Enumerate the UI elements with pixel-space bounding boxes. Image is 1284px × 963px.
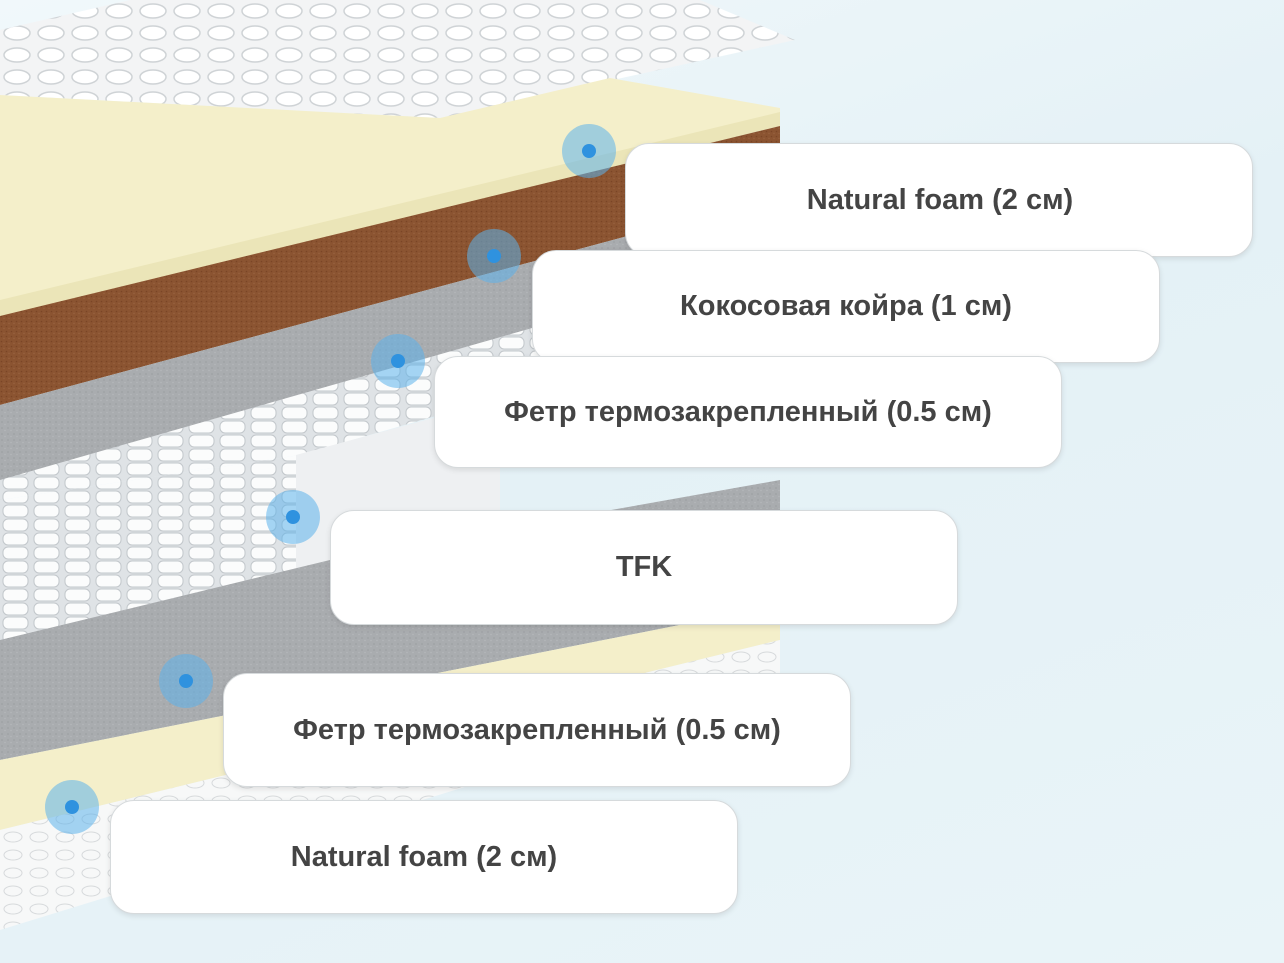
marker-natural-foam-bottom[interactable]: [45, 780, 99, 834]
marker-dot: [582, 144, 596, 158]
label-natural-foam-bottom: Natural foam (2 см): [110, 800, 738, 914]
label-natural-foam-top: Natural foam (2 см): [625, 143, 1253, 257]
label-tfk: TFK: [330, 510, 958, 625]
label-coconut-coir: Кокосовая койра (1 см): [532, 250, 1160, 363]
marker-tfk[interactable]: [266, 490, 320, 544]
marker-dot: [286, 510, 300, 524]
quilted-cover: [0, 0, 795, 118]
marker-natural-foam-top[interactable]: [562, 124, 616, 178]
label-felt-top: Фетр термозакрепленный (0.5 см): [434, 356, 1062, 468]
marker-dot: [65, 800, 79, 814]
marker-coconut-coir[interactable]: [467, 229, 521, 283]
marker-dot: [487, 249, 501, 263]
spring-block-front: [0, 455, 300, 640]
label-felt-bottom: Фетр термозакрепленный (0.5 см): [223, 673, 851, 787]
marker-dot: [179, 674, 193, 688]
marker-dot: [391, 354, 405, 368]
coconut-coir-layer: [0, 126, 780, 405]
marker-felt-top[interactable]: [371, 334, 425, 388]
marker-felt-bottom[interactable]: [159, 654, 213, 708]
